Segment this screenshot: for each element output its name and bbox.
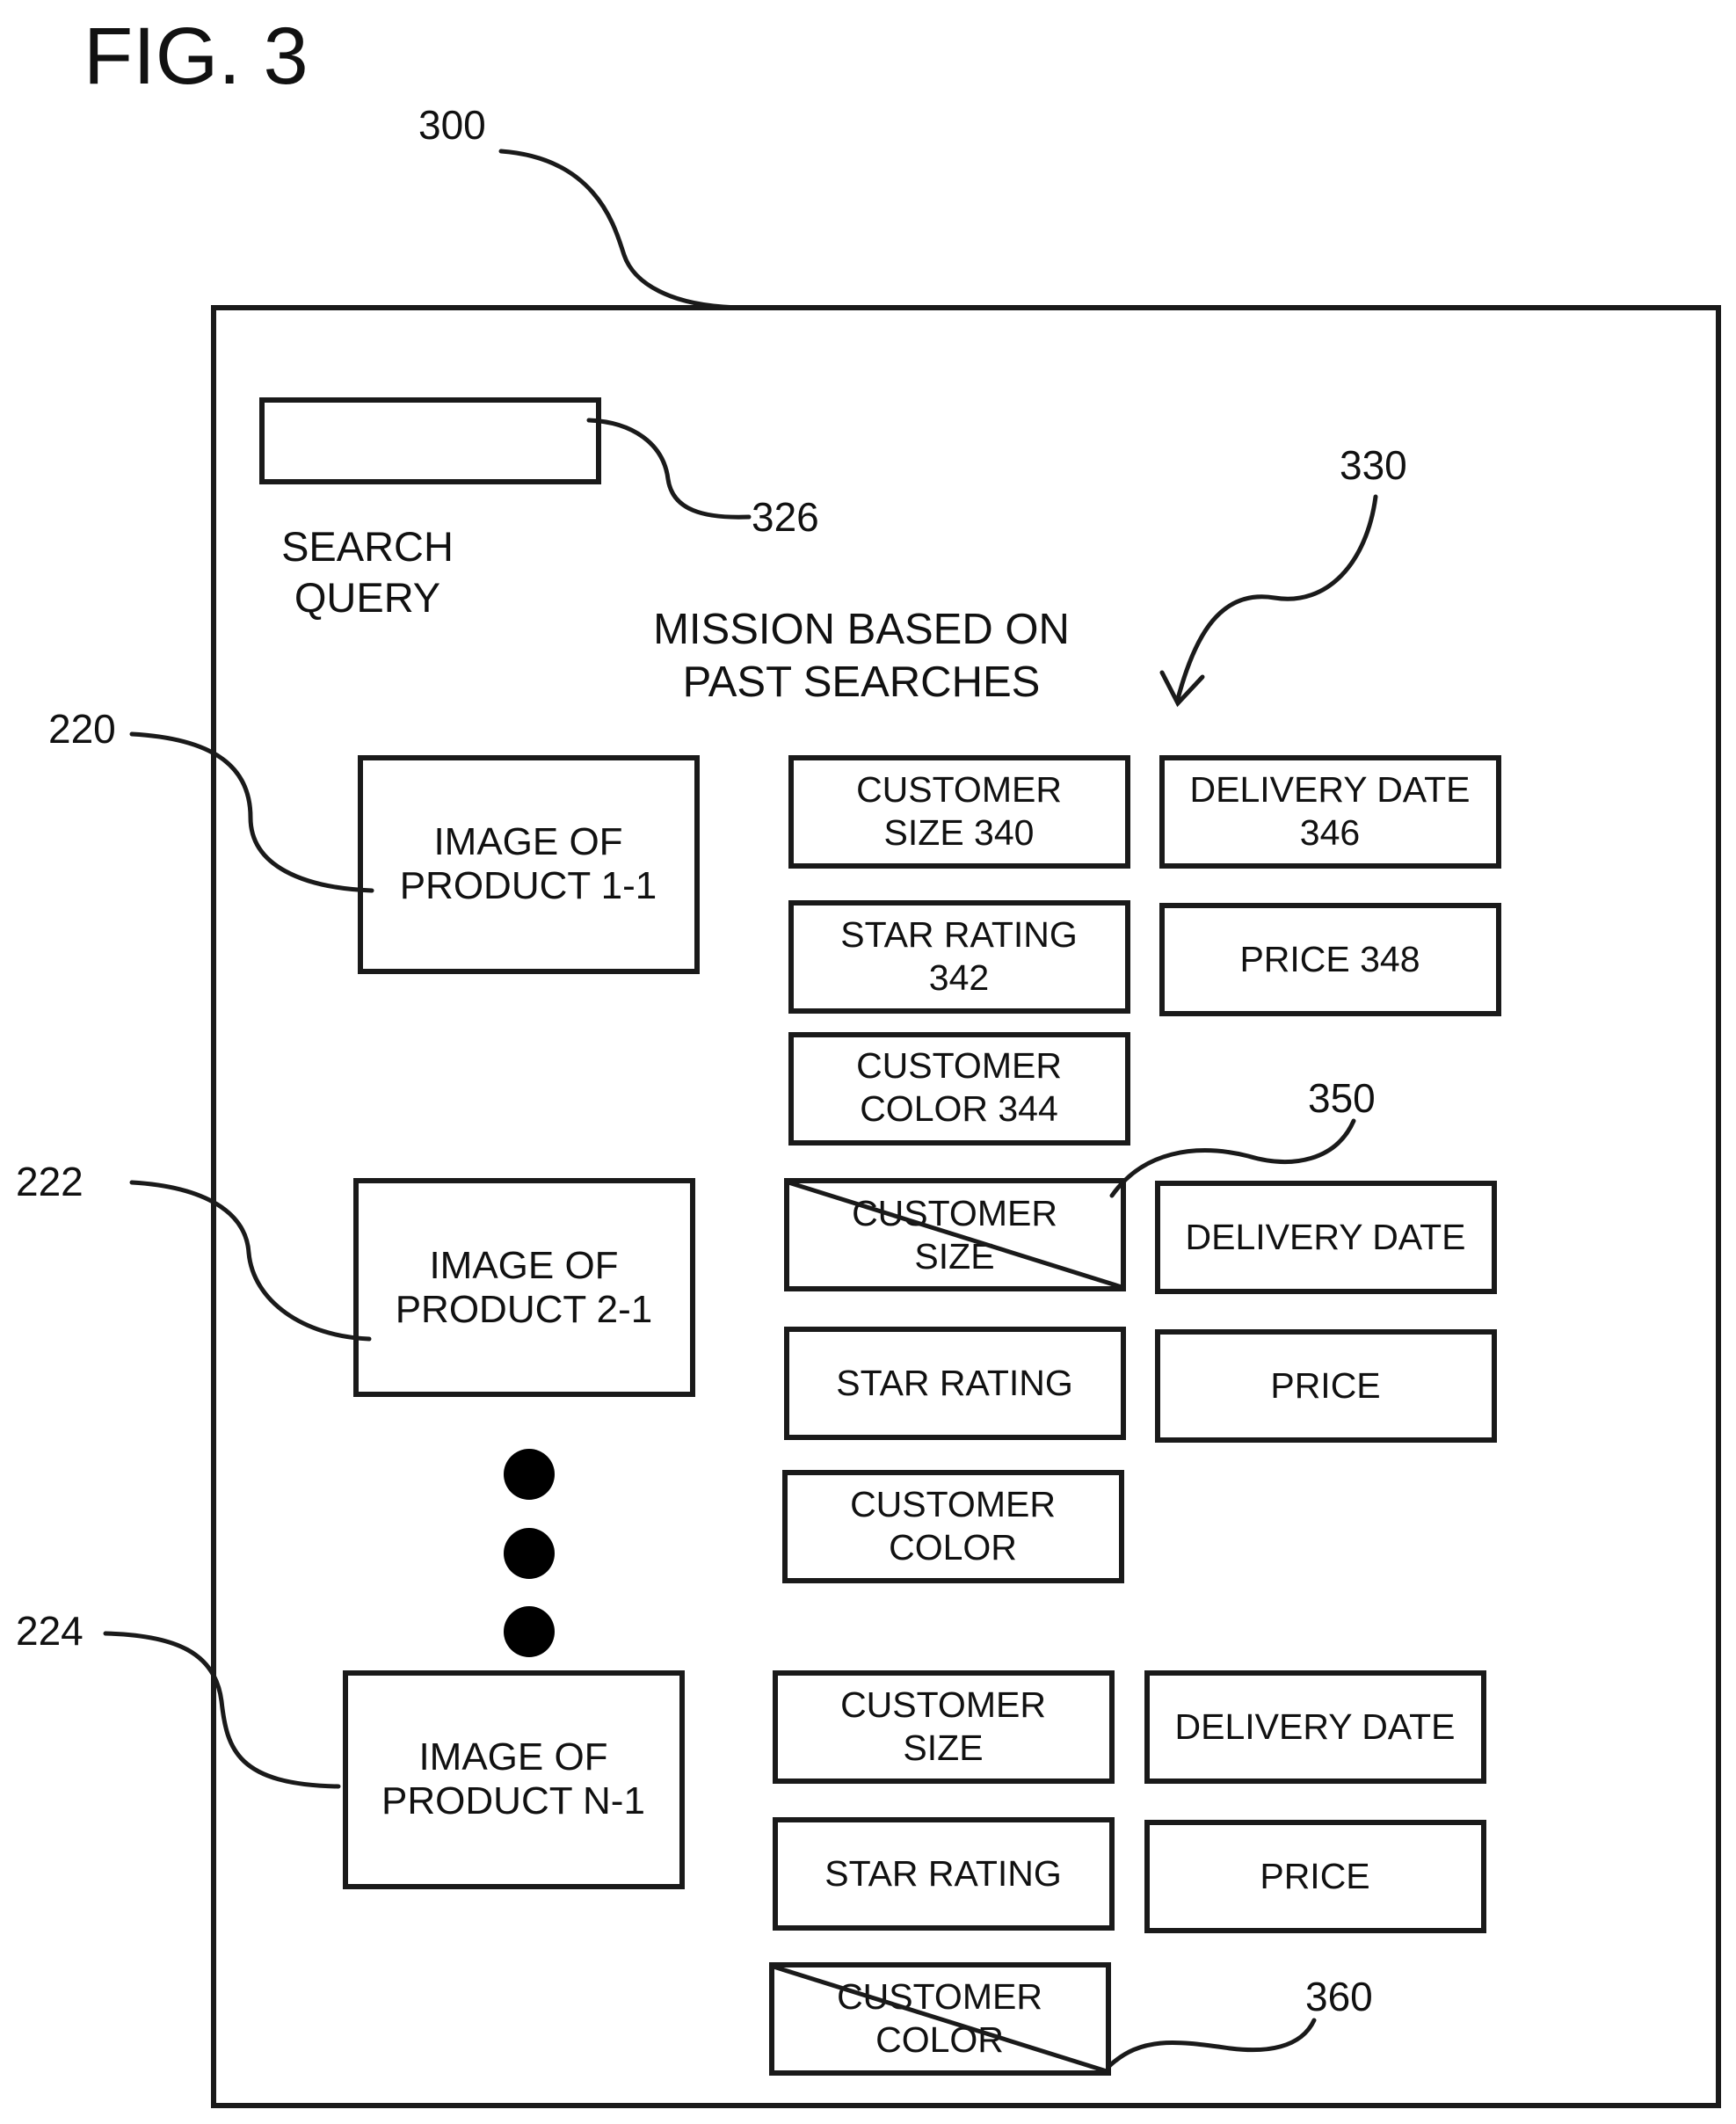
ref-326: 326: [752, 494, 819, 540]
arrow-330: [1178, 497, 1376, 699]
customer-size-3-line2: SIZE: [903, 1728, 983, 1768]
customer-size-340-line1: CUSTOMER: [856, 769, 1062, 810]
mission-heading-line2: PAST SEARCHES: [683, 658, 1041, 706]
product-n-line2: PRODUCT N-1: [381, 1779, 645, 1822]
product-1-line1: IMAGE OF: [433, 820, 622, 863]
leader-360: [1109, 2020, 1314, 2066]
price-348-line1: PRICE 348: [1239, 939, 1420, 979]
product-1-line2: PRODUCT 1-1: [400, 864, 657, 907]
customer-size-3-line1: CUSTOMER: [840, 1684, 1046, 1725]
customer-color-344-line2: COLOR 344: [860, 1088, 1058, 1129]
ref-350: 350: [1308, 1075, 1376, 1121]
figure-label: FIG. 3: [84, 11, 309, 101]
leader-220: [132, 734, 372, 891]
product-2-line2: PRODUCT 2-1: [396, 1288, 653, 1331]
ref-222: 222: [16, 1159, 84, 1204]
star-rating-342-line1: STAR RATING: [840, 914, 1078, 955]
delivery-date-346-line2: 346: [1300, 812, 1360, 853]
star-rating-342-line2: 342: [929, 957, 989, 998]
star-rating-2-line1: STAR RATING: [836, 1363, 1073, 1403]
ellipsis-dot-1: [504, 1449, 555, 1500]
ellipsis-dot-3: [504, 1606, 555, 1657]
ref-360: 360: [1305, 1974, 1373, 2019]
customer-color-2-line2: COLOR: [889, 1527, 1017, 1568]
price-2-line1: PRICE: [1270, 1365, 1380, 1406]
product-2-line1: IMAGE OF: [429, 1244, 618, 1287]
delivery-date-346-line1: DELIVERY DATE: [1189, 769, 1470, 810]
search-label-line1: SEARCH: [281, 523, 454, 570]
mission-heading-line1: MISSION BASED ON: [653, 606, 1070, 653]
product-n-line1: IMAGE OF: [418, 1735, 607, 1778]
leader-300: [501, 151, 747, 308]
ellipsis-dot-2: [504, 1528, 555, 1579]
ref-300: 300: [418, 102, 486, 148]
price-3-line1: PRICE: [1260, 1856, 1369, 1896]
ref-330: 330: [1340, 442, 1407, 488]
customer-size-340-line2: SIZE 340: [884, 812, 1035, 853]
search-label-line2: QUERY: [294, 574, 440, 621]
leader-222: [132, 1182, 369, 1339]
customer-color-344-line1: CUSTOMER: [856, 1045, 1062, 1086]
delivery-date-3-line1: DELIVERY DATE: [1174, 1706, 1455, 1747]
customer-color-2-line1: CUSTOMER: [850, 1484, 1056, 1524]
customer-color-crossed-line2: COLOR: [875, 2019, 1004, 2060]
delivery-date-2-line1: DELIVERY DATE: [1185, 1217, 1465, 1257]
star-rating-3-line1: STAR RATING: [824, 1853, 1062, 1894]
ref-220: 220: [48, 706, 116, 752]
search-input[interactable]: [262, 400, 599, 482]
leader-326: [589, 420, 749, 517]
leader-224: [105, 1633, 338, 1786]
ref-224: 224: [16, 1608, 84, 1654]
